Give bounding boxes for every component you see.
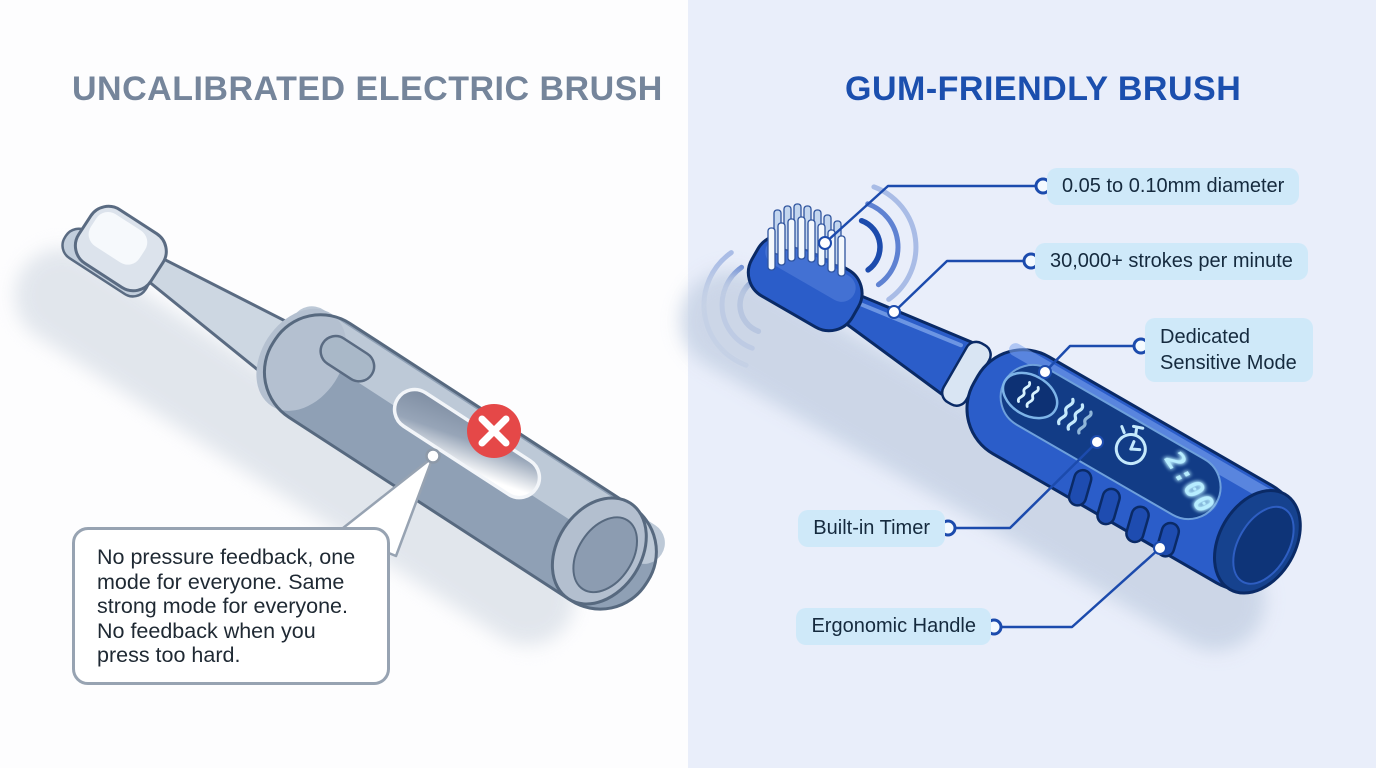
feature-label-built-in-timer: Built-in Timer xyxy=(798,510,945,547)
connector-strokes xyxy=(893,259,1031,313)
callout-bubble: No pressure feedback, one mode for every… xyxy=(72,527,390,685)
wave-icon xyxy=(1016,381,1040,408)
connector-sensitive xyxy=(1044,344,1141,373)
wave-icon xyxy=(1057,397,1093,435)
connector-handle xyxy=(994,547,1161,629)
sensitive-mode-button xyxy=(1001,371,1059,420)
vibration-arcs-icon xyxy=(858,184,919,302)
left-panel-title: UNCALIBRATED ELECTRIC BRUSH xyxy=(72,70,663,108)
right-panel-title: GUM-FRIENDLY BRUSH xyxy=(845,70,1242,108)
gray-brush-shadow xyxy=(14,248,576,646)
connector-timer xyxy=(948,441,1098,530)
blue-toothbrush-illustration: 2:00 xyxy=(680,177,1302,651)
connector-dots xyxy=(818,236,1167,555)
grip-ridges xyxy=(1067,468,1181,558)
feature-label-sensitive-mode: Dedicated Sensitive Mode xyxy=(1145,318,1313,382)
gray-toothbrush-illustration xyxy=(14,204,665,646)
feature-connectors xyxy=(824,184,1161,629)
stopwatch-icon xyxy=(1114,424,1147,466)
feature-label-ergonomic-handle: Ergonomic Handle xyxy=(796,608,991,645)
blue-brush-shadow xyxy=(680,270,1266,651)
feature-label-strokes-per-minute: 30,000+ strokes per minute xyxy=(1035,243,1308,280)
dot-icon xyxy=(425,448,441,464)
feature-label-bristle-diameter: 0.05 to 0.10mm diameter xyxy=(1047,168,1300,205)
connector-diameter xyxy=(824,184,1043,244)
x-circle-icon xyxy=(467,404,521,458)
gray-brush-head-highlight xyxy=(88,211,148,265)
gray-brush-power-button xyxy=(319,334,376,383)
